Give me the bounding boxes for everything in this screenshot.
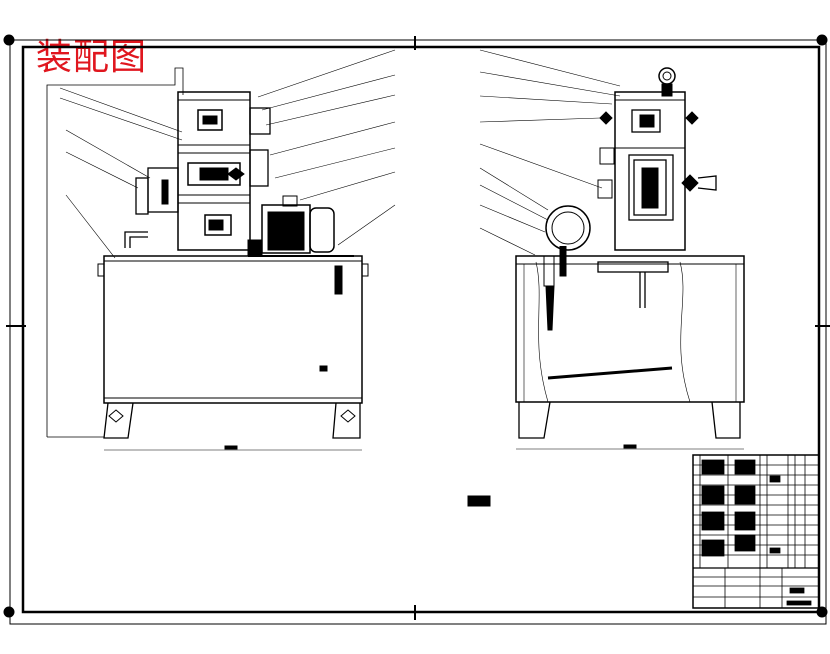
side-view: [479, 49, 745, 450]
corner-mark: [816, 606, 828, 618]
pressure-gauge: [658, 67, 676, 85]
front-view: [46, 49, 396, 451]
oil-tank-side: [515, 255, 745, 403]
corner-mark: [816, 34, 828, 46]
corner-mark: [3, 606, 15, 618]
title-block: [692, 454, 820, 609]
center-mark: [467, 495, 491, 507]
drawing-title: 装配图: [36, 37, 148, 78]
level-gauge: [334, 265, 343, 295]
corner-mark: [3, 34, 15, 46]
valve-stack-side: [614, 91, 686, 251]
oil-tank: [103, 255, 363, 404]
drawing-frame: [3, 34, 830, 625]
